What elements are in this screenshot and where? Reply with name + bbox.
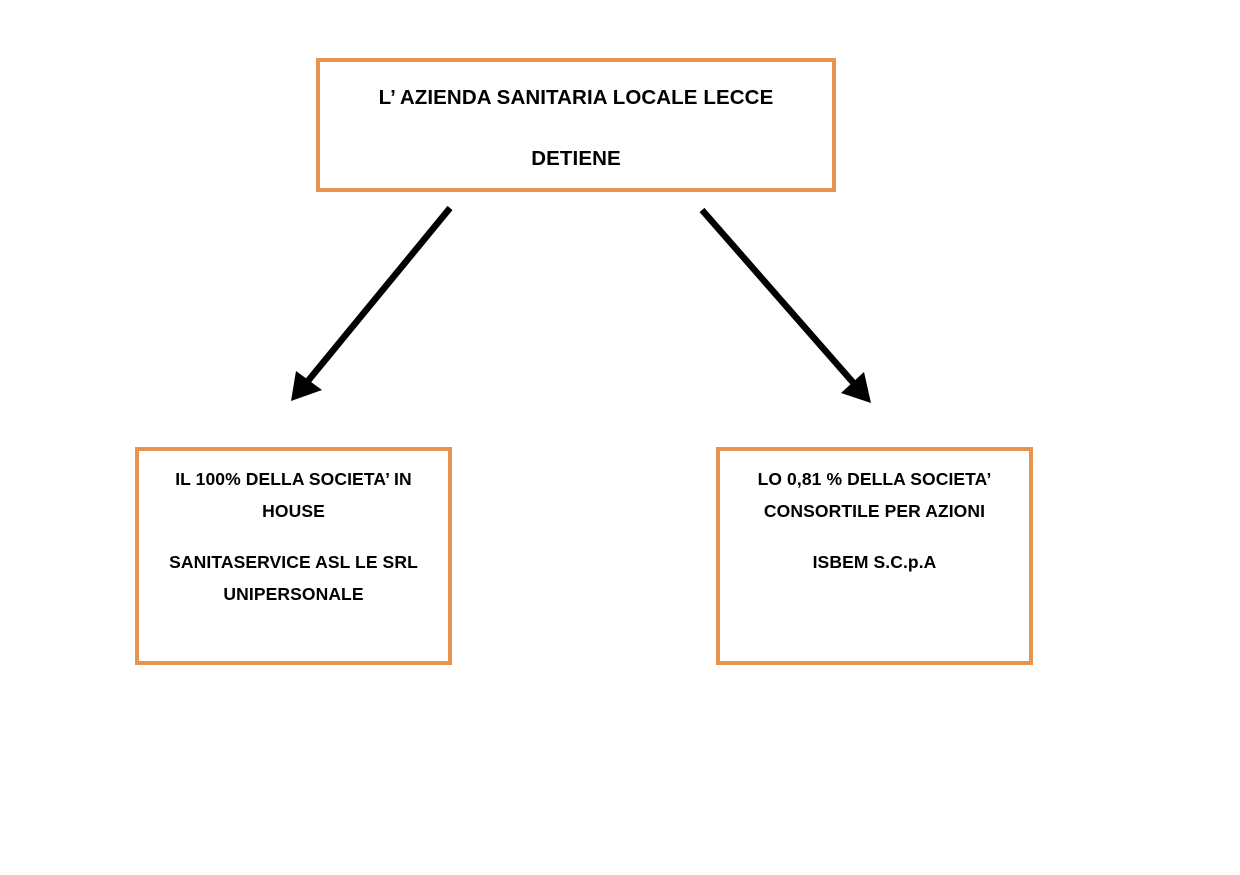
- arrow-root-to-right: [699, 207, 871, 403]
- node-sanitaservice-line-3: SANITASERVICE ASL LE SRL: [169, 552, 418, 572]
- node-isbem: LO 0,81 % DELLA SOCIETA’ CONSORTILE PER …: [716, 447, 1033, 665]
- arrow-root-to-left: [291, 205, 453, 401]
- arrow-root-to-left-shaft: [300, 205, 453, 390]
- arrow-root-to-right-head: [841, 372, 871, 403]
- arrow-root-to-left-head: [291, 371, 322, 401]
- node-sanitaservice: IL 100% DELLA SOCIETA’ IN HOUSE SANITASE…: [135, 447, 452, 665]
- node-root-line-1: L’ AZIENDA SANITARIA LOCALE LECCE: [378, 86, 774, 109]
- node-sanitaservice-line-1: IL 100% DELLA SOCIETA’ IN: [175, 469, 412, 489]
- arrow-root-to-right-shaft: [699, 207, 860, 390]
- node-root-line-2: DETIENE: [531, 146, 621, 170]
- node-isbem-line-1: LO 0,81 % DELLA SOCIETA’: [757, 469, 992, 489]
- node-isbem-line-2: CONSORTILE PER AZIONI: [763, 500, 986, 521]
- node-root: L’ AZIENDA SANITARIA LOCALE LECCE DETIEN…: [316, 58, 836, 192]
- node-isbem-line-3: ISBEM S.C.p.A: [812, 552, 937, 572]
- node-sanitaservice-line-2: HOUSE: [262, 500, 325, 521]
- node-sanitaservice-line-4: UNIPERSONALE: [223, 583, 364, 604]
